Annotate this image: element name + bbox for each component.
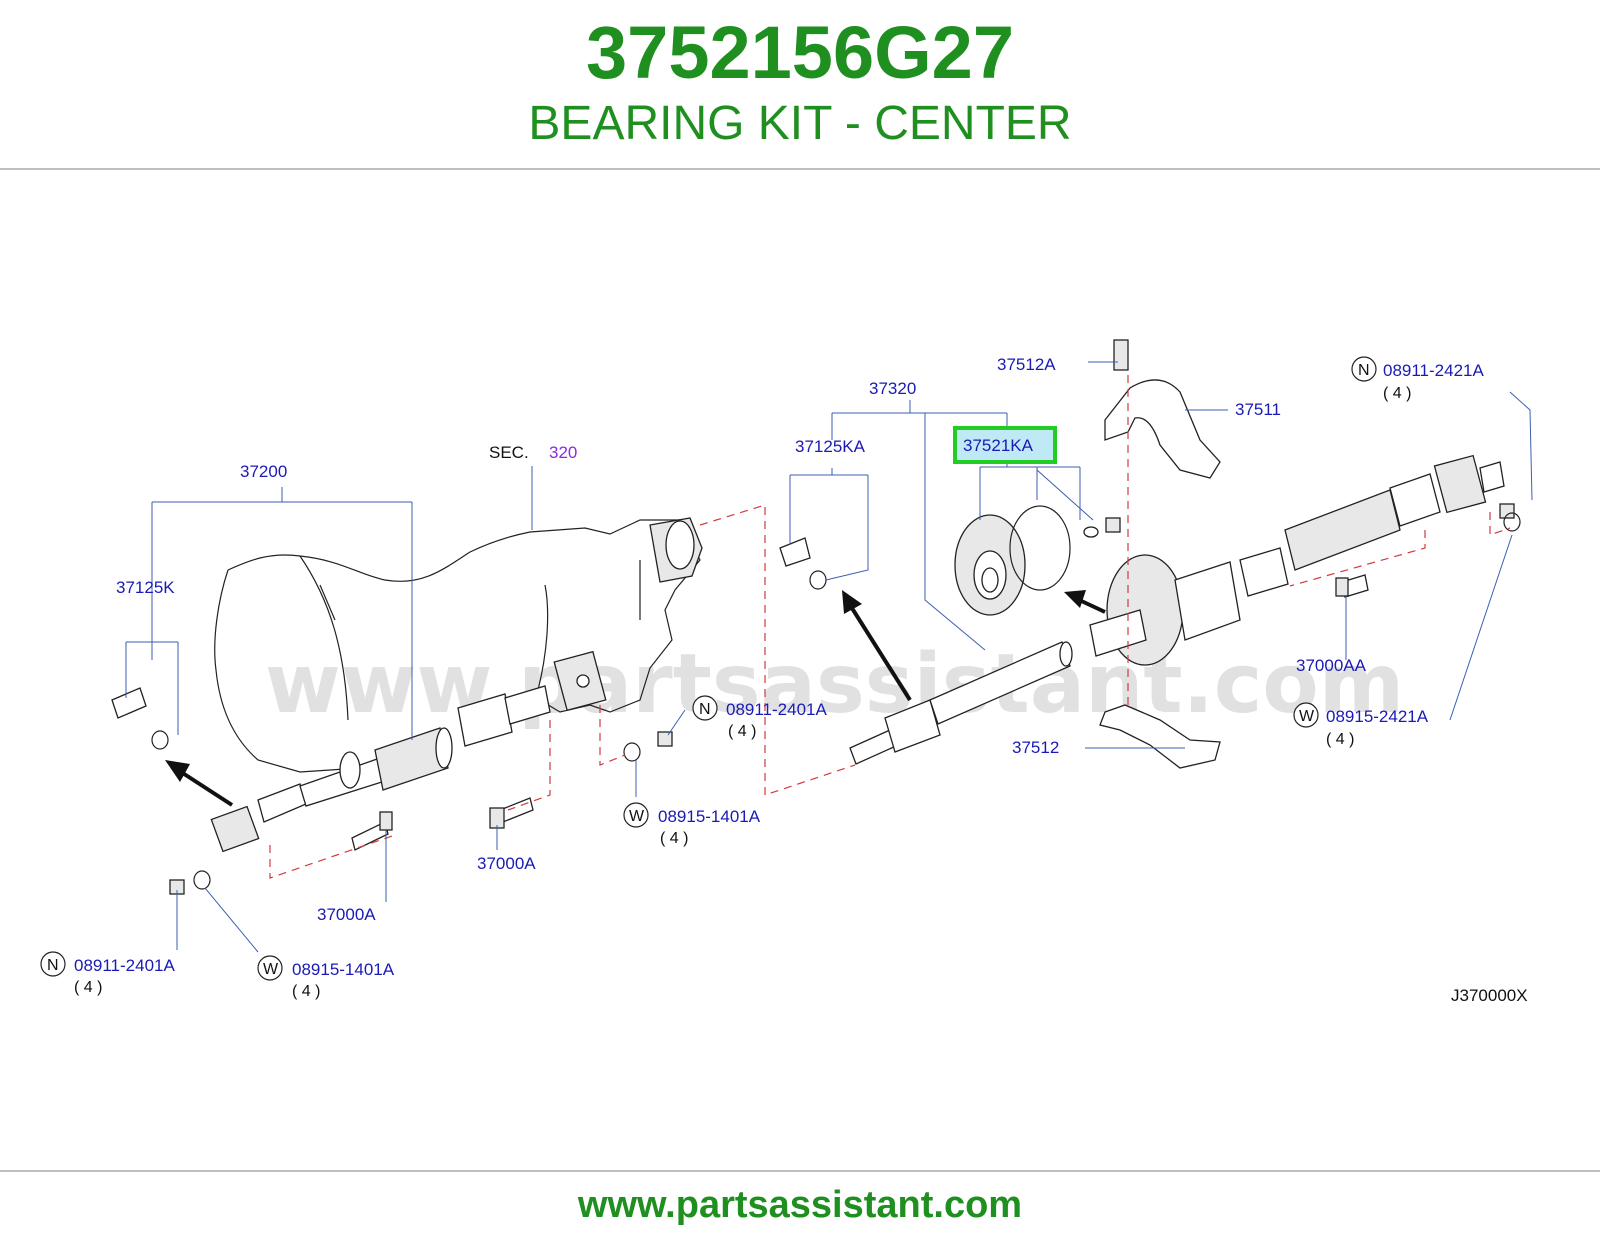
- label-08915-1401A-center[interactable]: 08915-1401A: [658, 807, 761, 826]
- sec-prefix: SEC.: [489, 443, 529, 462]
- washer-marker-right[interactable]: W 08915-2421A ( 4 ): [1293, 702, 1429, 748]
- nut-marker-center[interactable]: N 08911-2401A ( 4 ): [692, 695, 827, 740]
- label-08911-2421A[interactable]: 08911-2421A: [1383, 361, 1484, 380]
- alignment-lines: [269, 375, 1511, 879]
- label-37511[interactable]: 37511: [1235, 400, 1281, 419]
- label-08911-2401A-left[interactable]: 08911-2401A: [74, 956, 175, 975]
- header-divider: [0, 168, 1600, 170]
- label-37125KA[interactable]: 37125KA: [795, 437, 866, 456]
- label-37512A[interactable]: 37512A: [997, 355, 1056, 374]
- footer-website[interactable]: www.partsassistant.com: [577, 1184, 1023, 1226]
- qty-08915-1401A-center: ( 4 ): [660, 830, 688, 847]
- front-propeller-shaft-drawing: [210, 650, 607, 853]
- washer-marker-left[interactable]: W 08915-1401A ( 4 ): [257, 955, 395, 1000]
- highlighted-part-box: [953, 426, 1057, 464]
- qty-08911-2401A-left: ( 4 ): [74, 979, 102, 996]
- marker-n: N: [1358, 362, 1370, 379]
- washer-marker-center[interactable]: W 08915-1401A ( 4 ): [623, 802, 761, 847]
- sec-number[interactable]: 320: [549, 443, 577, 462]
- nut-marker-left[interactable]: N 08911-2401A ( 4 ): [40, 951, 175, 996]
- nut-marker-right[interactable]: N 08911-2421A ( 4 ): [1351, 356, 1484, 402]
- direction-arrows: [165, 590, 1106, 807]
- watermark: www.partsassistant.com: [265, 637, 1404, 732]
- label-37200[interactable]: 37200: [240, 462, 287, 481]
- bracket-drawing: [1099, 339, 1221, 769]
- label-37000A-left[interactable]: 37000A: [317, 905, 376, 924]
- hardware-drawing: [111, 503, 1521, 895]
- label-37000A-center[interactable]: 37000A: [477, 854, 536, 873]
- qty-08911-2401A-center: ( 4 ): [728, 723, 756, 740]
- part-number: 3752156G27: [586, 11, 1014, 94]
- marker-w: W: [1299, 708, 1315, 725]
- label-08915-2421A[interactable]: 08915-2421A: [1326, 707, 1429, 726]
- center-bearing-drawing: [954, 505, 1121, 616]
- center-propeller-shaft-drawing: [849, 641, 1073, 765]
- label-08911-2401A-center[interactable]: 08911-2401A: [726, 700, 827, 719]
- label-37521KA[interactable]: 37521KA: [963, 436, 1034, 455]
- qty-08915-1401A-left: ( 4 ): [292, 983, 320, 1000]
- qty-08911-2421A: ( 4 ): [1383, 385, 1411, 402]
- label-37512[interactable]: 37512: [1012, 738, 1059, 757]
- footer-divider: [0, 1170, 1600, 1172]
- label-37000AA[interactable]: 37000AA: [1296, 656, 1367, 675]
- transmission-housing-drawing: [214, 517, 703, 773]
- marker-w: W: [629, 808, 645, 825]
- page-header: 3752156G27 BEARING KIT - CENTER: [0, 0, 1600, 168]
- label-08915-1401A-left[interactable]: 08915-1401A: [292, 960, 395, 979]
- label-37320[interactable]: 37320: [869, 379, 916, 398]
- rear-propeller-shaft-drawing: [1089, 454, 1505, 666]
- diagram-code: J370000X: [1451, 986, 1528, 1005]
- marker-n: N: [47, 957, 59, 974]
- marker-w: W: [263, 961, 279, 978]
- qty-08915-2421A: ( 4 ): [1326, 731, 1354, 748]
- label-37125K[interactable]: 37125K: [116, 578, 175, 597]
- marker-n: N: [699, 701, 711, 718]
- part-name: BEARING KIT - CENTER: [528, 97, 1072, 150]
